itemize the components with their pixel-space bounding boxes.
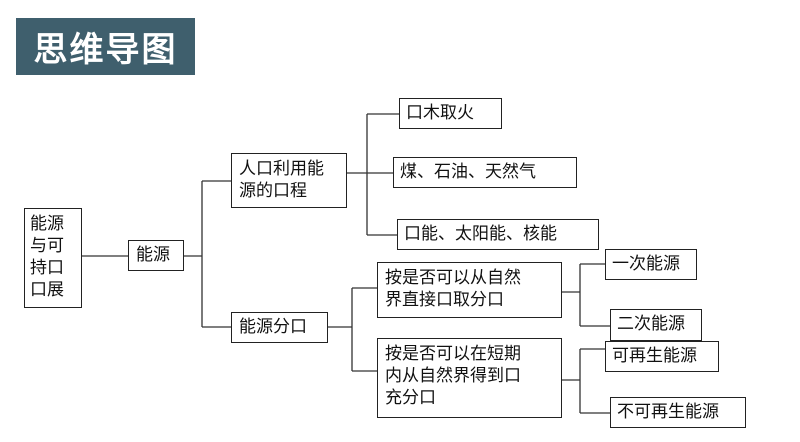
- a-item-1: 二次能源: [610, 309, 702, 341]
- history-item-2: 口能、太阳能、核能: [397, 219, 599, 250]
- energy-node: 能源: [128, 240, 184, 271]
- history-item-1: 煤、石油、天然气: [393, 157, 577, 188]
- classify-a-node: 按是否可以从自然 界直接口取分口: [377, 262, 562, 318]
- root-node: 能源 与可 持口 口展: [24, 208, 82, 308]
- b-item-1: 不可再生能源: [610, 397, 746, 428]
- history-node: 人口利用能 源的口程: [231, 153, 347, 208]
- mind-map-title: 思维导图: [16, 18, 195, 75]
- a-item-0: 一次能源: [605, 249, 697, 280]
- b-item-0: 可再生能源: [605, 341, 719, 372]
- classify-node: 能源分口: [231, 312, 328, 343]
- history-item-0: 口木取火: [399, 98, 502, 129]
- classify-b-node: 按是否可以在短期 内从自然界得到口 充分口: [377, 338, 562, 418]
